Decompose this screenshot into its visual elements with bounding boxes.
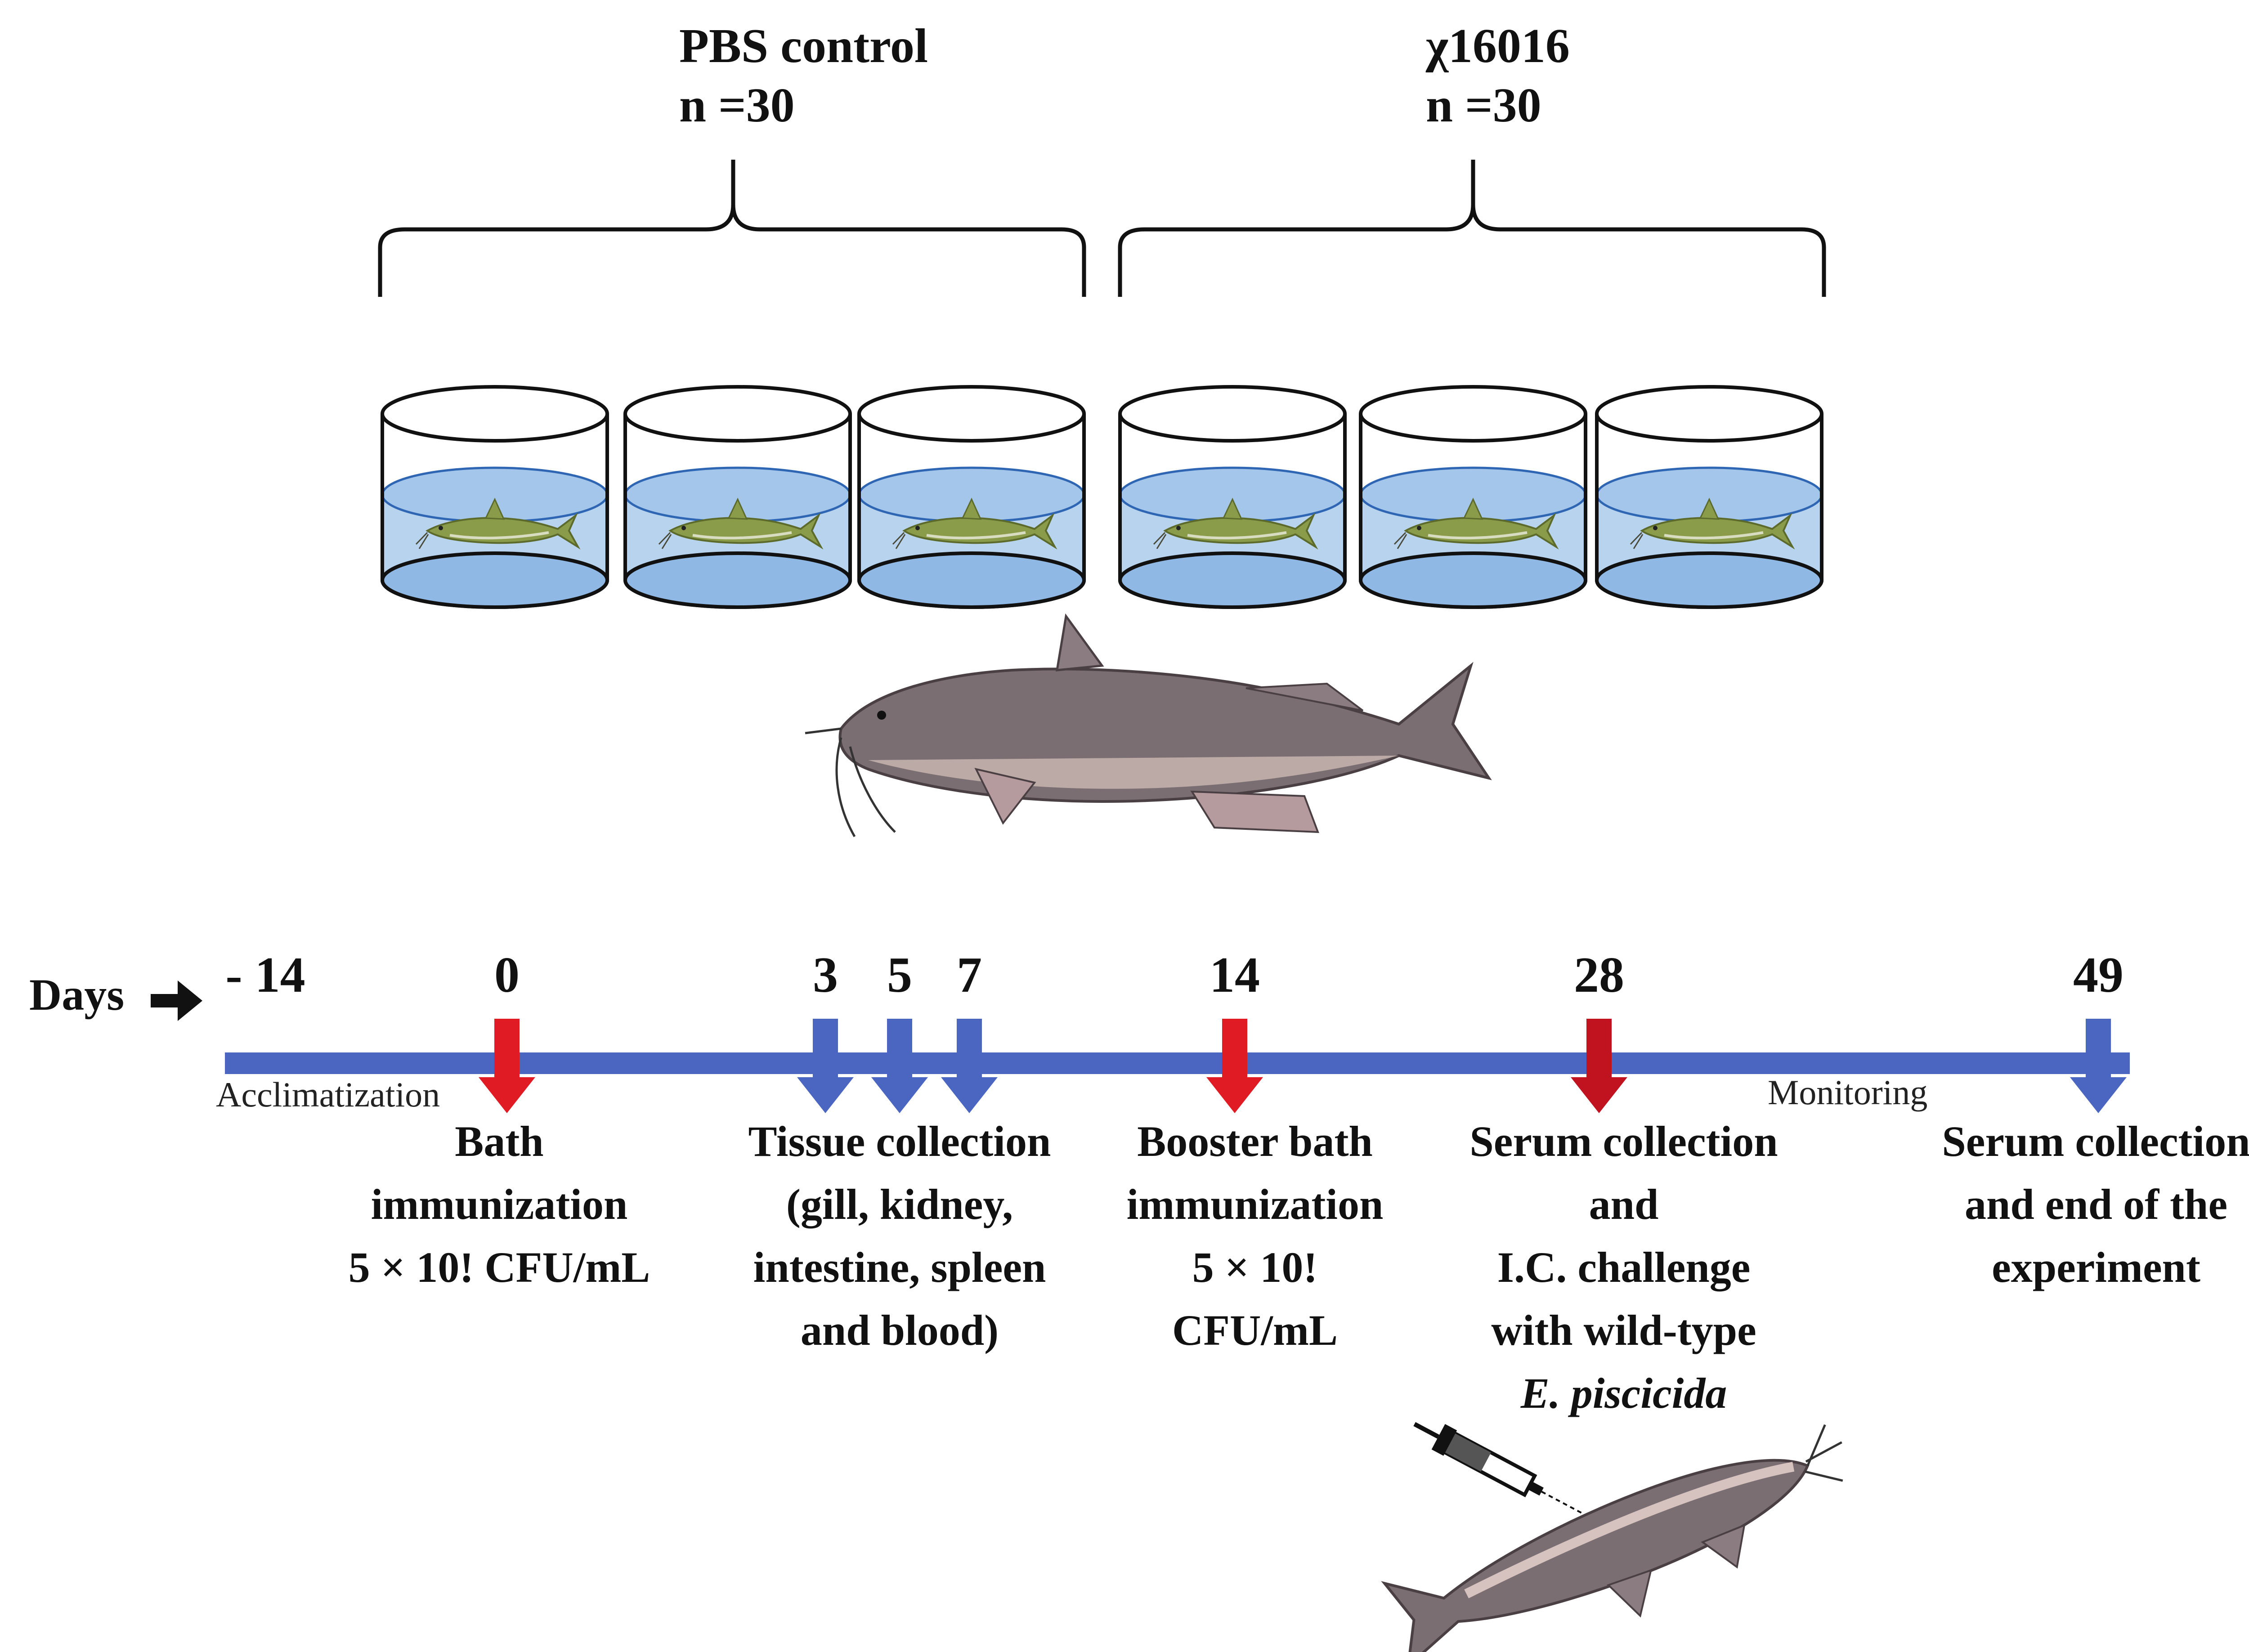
tank-vaccine-3	[1597, 387, 1822, 607]
group-vaccine-name: χ16016	[1425, 19, 1570, 73]
group-vaccine-n: n =30	[1426, 79, 1541, 132]
syringe-icon	[1413, 1422, 1590, 1518]
tank-vaccine-2	[1361, 387, 1586, 607]
day3-arrow-icon	[797, 1019, 854, 1113]
day-label-7: 7	[957, 947, 982, 1003]
injected-catfish-icon	[1381, 1424, 1843, 1652]
event-bath-line1: Bath	[455, 1117, 543, 1165]
pbs-group-brace	[378, 160, 1086, 297]
day-label-0: 0	[494, 947, 520, 1003]
event-challenge-line4: with wild-type	[1491, 1306, 1756, 1354]
event-bath-line2: immunization	[371, 1180, 628, 1228]
event-end-line3: experiment	[1992, 1243, 2200, 1291]
tank-pbs-2	[625, 387, 850, 607]
event-tissue-line3: intestine, spleen	[753, 1243, 1046, 1291]
timeline-bar	[225, 1052, 2130, 1074]
event-challenge-line5: E. piscicida	[1520, 1369, 1727, 1417]
event-booster-line1: Booster bath	[1137, 1117, 1373, 1165]
day-label-3: 3	[813, 947, 838, 1003]
day-label-49: 49	[2073, 947, 2124, 1003]
event-bath-immunization: Bath immunization 5 × 10! CFU/mL	[349, 1117, 650, 1291]
event-challenge-line1: Serum collection	[1469, 1117, 1778, 1165]
day28-arrow-icon	[1571, 1019, 1627, 1113]
event-challenge-line3: I.C. challenge	[1497, 1243, 1751, 1291]
day49-arrow-icon	[2070, 1019, 2127, 1113]
event-serum-challenge: Serum collection and I.C. challenge with…	[1469, 1117, 1778, 1417]
event-booster-line3: 5 × 10!	[1192, 1243, 1318, 1291]
days-axis-label: Days	[29, 970, 124, 1020]
days-arrow-icon	[151, 980, 202, 1021]
day-label-14: 14	[1210, 947, 1260, 1003]
day-label-28: 28	[1574, 947, 1624, 1003]
day0-arrow-icon	[479, 1019, 535, 1113]
day14-arrow-icon	[1206, 1019, 1263, 1113]
event-end-line1: Serum collection	[1942, 1117, 2249, 1165]
event-booster-line4: CFU/mL	[1172, 1306, 1338, 1354]
day-label-minus14: - 14	[225, 947, 305, 1003]
day-label-5: 5	[887, 947, 912, 1003]
catfish-illustration	[805, 613, 1492, 837]
event-tissue-collection: Tissue collection (gill, kidney, intesti…	[748, 1117, 1051, 1354]
event-booster-line2: immunization	[1127, 1180, 1384, 1228]
tank-pbs-1	[382, 387, 607, 607]
event-end-experiment: Serum collection and end of the experime…	[1942, 1117, 2249, 1291]
vaccine-group-brace	[1118, 160, 1826, 297]
tank-vaccine-1	[1120, 387, 1345, 607]
event-booster-immunization: Booster bath immunization 5 × 10! CFU/mL	[1127, 1117, 1384, 1354]
day7-arrow-icon	[941, 1019, 998, 1113]
event-challenge-line2: and	[1589, 1180, 1659, 1228]
event-tissue-line4: and blood)	[801, 1306, 999, 1354]
phase-monitoring-label: Monitoring	[1768, 1073, 1927, 1112]
tank-pbs-3	[859, 387, 1084, 607]
event-tissue-line2: (gill, kidney,	[786, 1180, 1013, 1228]
group-pbs-name: PBS control	[679, 19, 928, 73]
phase-acclimatization-label: Acclimatization	[216, 1075, 440, 1114]
group-pbs-n: n =30	[679, 79, 795, 132]
day5-arrow-icon	[871, 1019, 928, 1113]
event-tissue-line1: Tissue collection	[748, 1117, 1051, 1165]
event-end-line2: and end of the	[1965, 1180, 2227, 1228]
event-bath-line3: 5 × 10! CFU/mL	[349, 1243, 650, 1291]
